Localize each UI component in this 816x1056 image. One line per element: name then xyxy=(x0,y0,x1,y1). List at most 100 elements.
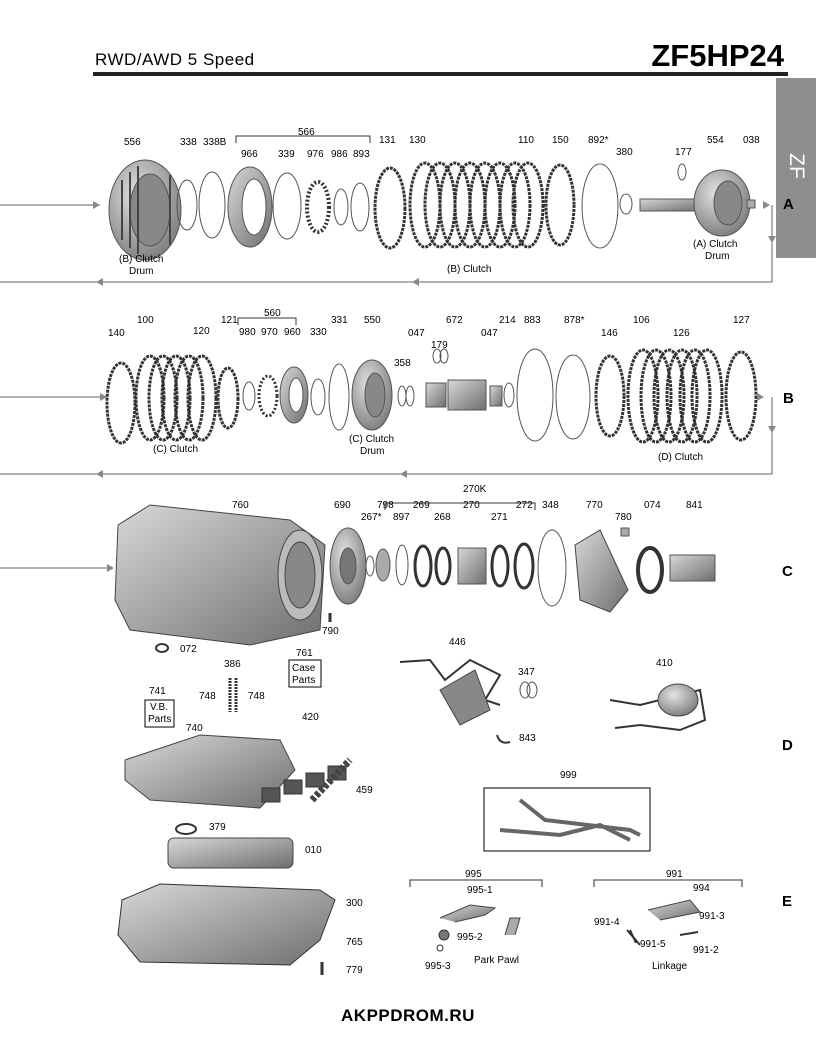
label-131: 131 xyxy=(379,135,396,146)
flow-line xyxy=(0,205,773,283)
label-vb-parts: Parts xyxy=(148,714,171,725)
arrow-icon xyxy=(100,393,107,401)
b-clutch-drum xyxy=(108,159,182,261)
label-386: 386 xyxy=(224,659,241,670)
row-d xyxy=(117,658,707,975)
label-765: 765 xyxy=(346,937,363,948)
label-010: 010 xyxy=(305,845,322,856)
label-338: 338 xyxy=(180,137,197,148)
row-b xyxy=(0,317,776,478)
pipe-box xyxy=(483,787,651,852)
clutch-plate xyxy=(105,361,137,445)
label-c-clutch-drum: (C) Clutch xyxy=(349,434,394,445)
label-047: 047 xyxy=(408,328,425,339)
label-966: 966 xyxy=(241,149,258,160)
park-pawl xyxy=(439,904,497,923)
label-566: 566 xyxy=(298,127,315,138)
label-420: 420 xyxy=(302,712,319,723)
label-c-clutch: (C) Clutch xyxy=(153,444,198,455)
label-410: 410 xyxy=(656,658,673,669)
label-339: 339 xyxy=(278,149,295,160)
label-999: 999 xyxy=(560,770,577,781)
a-clutch-drum xyxy=(639,169,751,237)
snap-ring xyxy=(581,163,619,249)
section-e-label: E xyxy=(782,893,792,910)
label-790: 790 xyxy=(322,626,339,637)
label-b-clutch: (B) Clutch xyxy=(447,264,491,275)
clutch-plate xyxy=(373,166,407,250)
label-c-clutch-drum: Drum xyxy=(360,446,384,457)
label-a-clutch-drum: Drum xyxy=(705,251,729,262)
label-980: 980 xyxy=(239,327,256,338)
part-ring xyxy=(333,188,349,226)
part-ring xyxy=(272,172,302,240)
label-269: 269 xyxy=(413,500,430,511)
row-c-labels: 760 690 267* 798 897 270K 269 268 270 27… xyxy=(180,484,793,686)
label-994: 994 xyxy=(693,883,710,894)
row-a xyxy=(0,135,776,286)
label-271: 271 xyxy=(491,512,508,523)
part-ring xyxy=(176,179,198,231)
manufacturer-tab: ZF xyxy=(776,78,816,258)
linkage-part xyxy=(647,899,701,921)
row-a-labels: 556 338 338B 566 966 339 976 986 893 131… xyxy=(119,127,794,277)
label-358: 358 xyxy=(394,358,411,369)
arrow-icon xyxy=(93,201,100,209)
header-rule xyxy=(93,72,788,76)
label-331: 331 xyxy=(331,315,348,326)
c-clutch-pack xyxy=(134,354,218,442)
row-e xyxy=(409,879,743,952)
label-748: 748 xyxy=(248,691,265,702)
label-348: 348 xyxy=(542,500,559,511)
label-park-pawl: Park Pawl xyxy=(474,955,519,966)
label-268: 268 xyxy=(434,512,451,523)
label-130: 130 xyxy=(409,135,426,146)
label-760: 760 xyxy=(232,500,249,511)
label-330: 330 xyxy=(310,327,327,338)
range-sensor xyxy=(609,688,707,732)
label-177: 177 xyxy=(675,147,692,158)
label-995: 995 xyxy=(465,869,482,880)
label-892: 892* xyxy=(588,135,609,146)
label-140: 140 xyxy=(108,328,125,339)
label-779: 779 xyxy=(346,965,363,976)
label-338b: 338B xyxy=(203,137,227,148)
label-110: 110 xyxy=(518,135,534,146)
bearing-part xyxy=(457,547,487,585)
vb-parts-box xyxy=(144,699,175,728)
output-flange xyxy=(669,554,716,582)
arrow-icon xyxy=(763,201,770,209)
label-380: 380 xyxy=(616,147,633,158)
label-986: 986 xyxy=(331,149,348,160)
section-c-label: C xyxy=(782,563,793,580)
label-991-4: 991-4 xyxy=(594,917,620,928)
label-267: 267* xyxy=(361,512,382,523)
label-case-parts: Case xyxy=(292,663,316,674)
part-ring xyxy=(198,171,226,239)
label-748: 748 xyxy=(199,691,216,702)
label-b-clutch-drum: Drum xyxy=(129,266,153,277)
b-clutch-pack xyxy=(408,161,545,249)
label-995-3: 995-3 xyxy=(425,961,451,972)
label-991-2: 991-2 xyxy=(693,945,719,956)
label-179: 179 xyxy=(431,340,448,351)
label-690: 690 xyxy=(334,500,351,511)
c-clutch-drum xyxy=(351,359,393,431)
row-e-labels: 995 995-1 995-2 995-3 Park Pawl 991 994 … xyxy=(425,869,792,972)
label-146: 146 xyxy=(601,328,618,339)
label-038: 038 xyxy=(743,135,760,146)
label-960: 960 xyxy=(284,327,301,338)
row-b-labels: 140 100 120 121 560 980 970 960 330 331 … xyxy=(108,308,794,463)
page-subtitle: RWD/AWD 5 Speed xyxy=(95,50,255,69)
extension-housing xyxy=(574,529,629,613)
label-741: 741 xyxy=(149,686,166,697)
cooler-pipes xyxy=(499,798,641,842)
label-459: 459 xyxy=(356,785,373,796)
d-clutch-pack xyxy=(626,348,724,444)
filter-part xyxy=(167,837,294,869)
label-550: 550 xyxy=(364,315,381,326)
label-991-5: 991-5 xyxy=(640,939,666,950)
label-554: 554 xyxy=(707,135,724,146)
label-300: 300 xyxy=(346,898,363,909)
label-072: 072 xyxy=(180,644,197,655)
